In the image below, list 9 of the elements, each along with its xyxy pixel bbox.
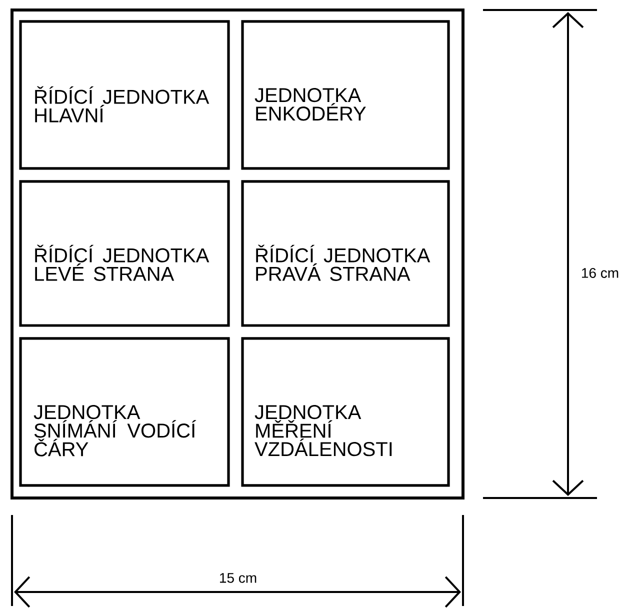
module-box: ŘÍDÍCÍ JEDNOTKA HLAVNÍ xyxy=(19,20,230,170)
module-box: ŘÍDÍCÍ JEDNOTKA PRAVÁ STRANA xyxy=(241,180,450,327)
module-box: ŘÍDÍCÍ JEDNOTKA LEVÉ STRANA xyxy=(19,180,230,327)
module-box: JEDNOTKA ENKODÉRY xyxy=(241,20,450,170)
module-box: JEDNOTKA SNÍMÁNÍ VODÍCÍ ČÁRY xyxy=(19,337,230,487)
dimension-label: 15 cm xyxy=(220,573,256,583)
frame-box xyxy=(10,8,464,500)
dimension-label: 16 cm xyxy=(582,268,618,278)
module-box: JEDNOTKA MĚŘENÍ VZDÁLENOSTI xyxy=(241,337,450,487)
